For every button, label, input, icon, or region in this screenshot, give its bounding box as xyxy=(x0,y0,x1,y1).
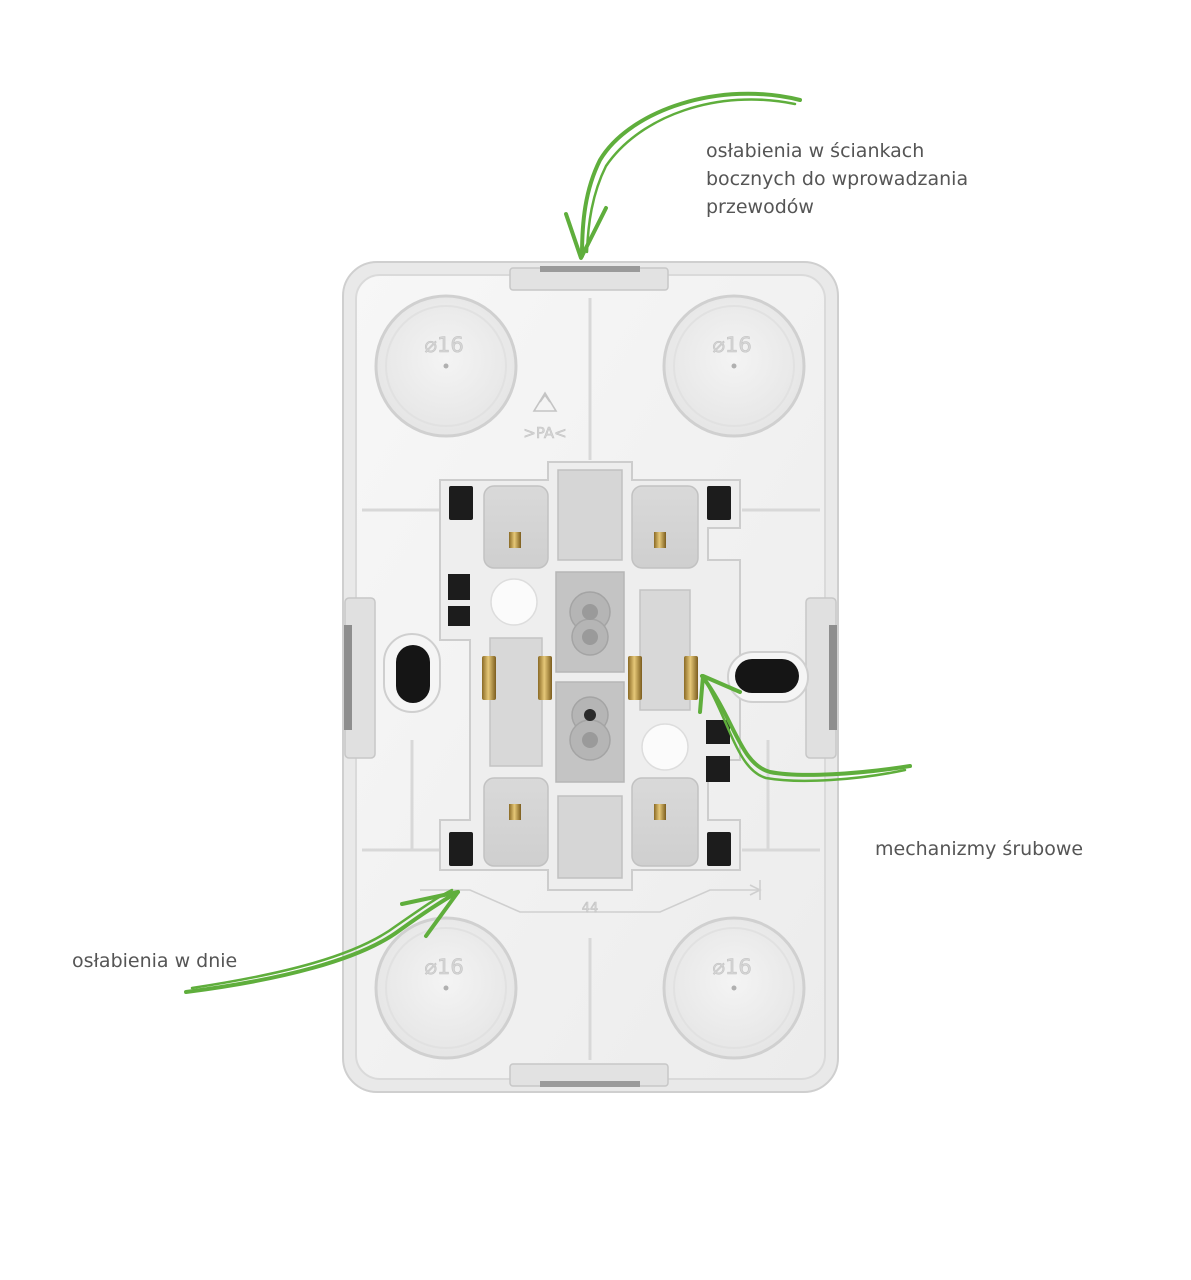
screw-hole-lower xyxy=(569,696,611,761)
knockout-label-tr: ⌀16 xyxy=(712,333,751,357)
mounting-hole-right xyxy=(727,651,809,703)
callout-side-knockouts: osłabienia w ściankach bocznych do wprow… xyxy=(706,137,968,221)
knockout-top-left xyxy=(374,294,518,438)
callout-screw-mechanisms-line-1: mechanizmy śrubowe xyxy=(875,838,1084,860)
release-button-upper xyxy=(490,578,538,626)
callout-bottom-knockouts-line-1: osłabienia w dnie xyxy=(72,950,238,972)
bottom-side-knockout xyxy=(509,1063,669,1087)
callout-side-knockouts-line-2: bocznych do wprowadzania xyxy=(706,168,969,190)
housing-ribs xyxy=(362,298,820,1060)
left-side-knockout xyxy=(344,597,376,759)
material-mark: >PA< xyxy=(523,424,566,442)
terminal-contacts xyxy=(482,532,698,820)
dimension-indicator xyxy=(420,880,762,913)
knockout-top-right xyxy=(662,294,806,438)
arrow-bottom-knockouts xyxy=(184,888,460,994)
knockout-bottom-right xyxy=(662,916,806,1060)
callout-side-knockouts-line-1: osłabienia w ściankach xyxy=(706,140,925,162)
callout-screw-mechanisms: mechanizmy śrubowe xyxy=(875,835,1083,863)
arrow-screw-mechanisms xyxy=(698,674,912,783)
arrow-side-knockouts xyxy=(564,91,802,260)
knockout-bottom-left xyxy=(374,916,518,1060)
mounting-hole-left xyxy=(383,633,441,713)
screw-hole-upper xyxy=(569,591,611,656)
callout-bottom-knockouts: osłabienia w dnie xyxy=(72,947,237,975)
callout-side-knockouts-line-3: przewodów xyxy=(706,196,814,218)
knockout-label-bl: ⌀16 xyxy=(424,955,463,979)
recycling-icon xyxy=(532,391,558,412)
dimension-label: 44 xyxy=(582,901,599,916)
knockout-label-tl: ⌀16 xyxy=(424,333,463,357)
knockout-label-br: ⌀16 xyxy=(712,955,751,979)
release-button-lower xyxy=(641,723,689,771)
top-side-knockout xyxy=(509,266,669,291)
right-side-knockout xyxy=(805,597,837,759)
